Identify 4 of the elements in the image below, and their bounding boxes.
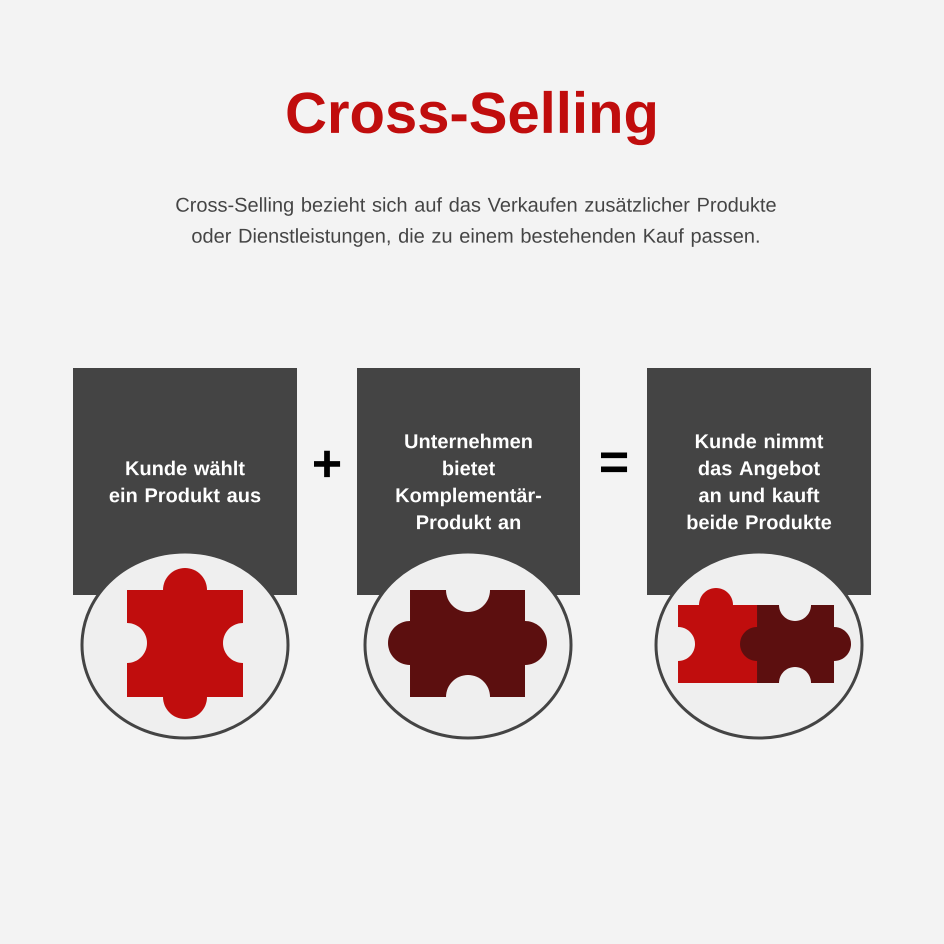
- title: Cross-Selling: [287, 90, 656, 146]
- operator-sign: =: [601, 452, 628, 472]
- operator-sign: +: [314, 450, 340, 478]
- description: Cross-Selling bezieht sich auf das Verkaufen zusätzlicher Produkte oder Dienstleistungen, die zu einem bestehenden Kauf passen.: [176, 197, 776, 247]
